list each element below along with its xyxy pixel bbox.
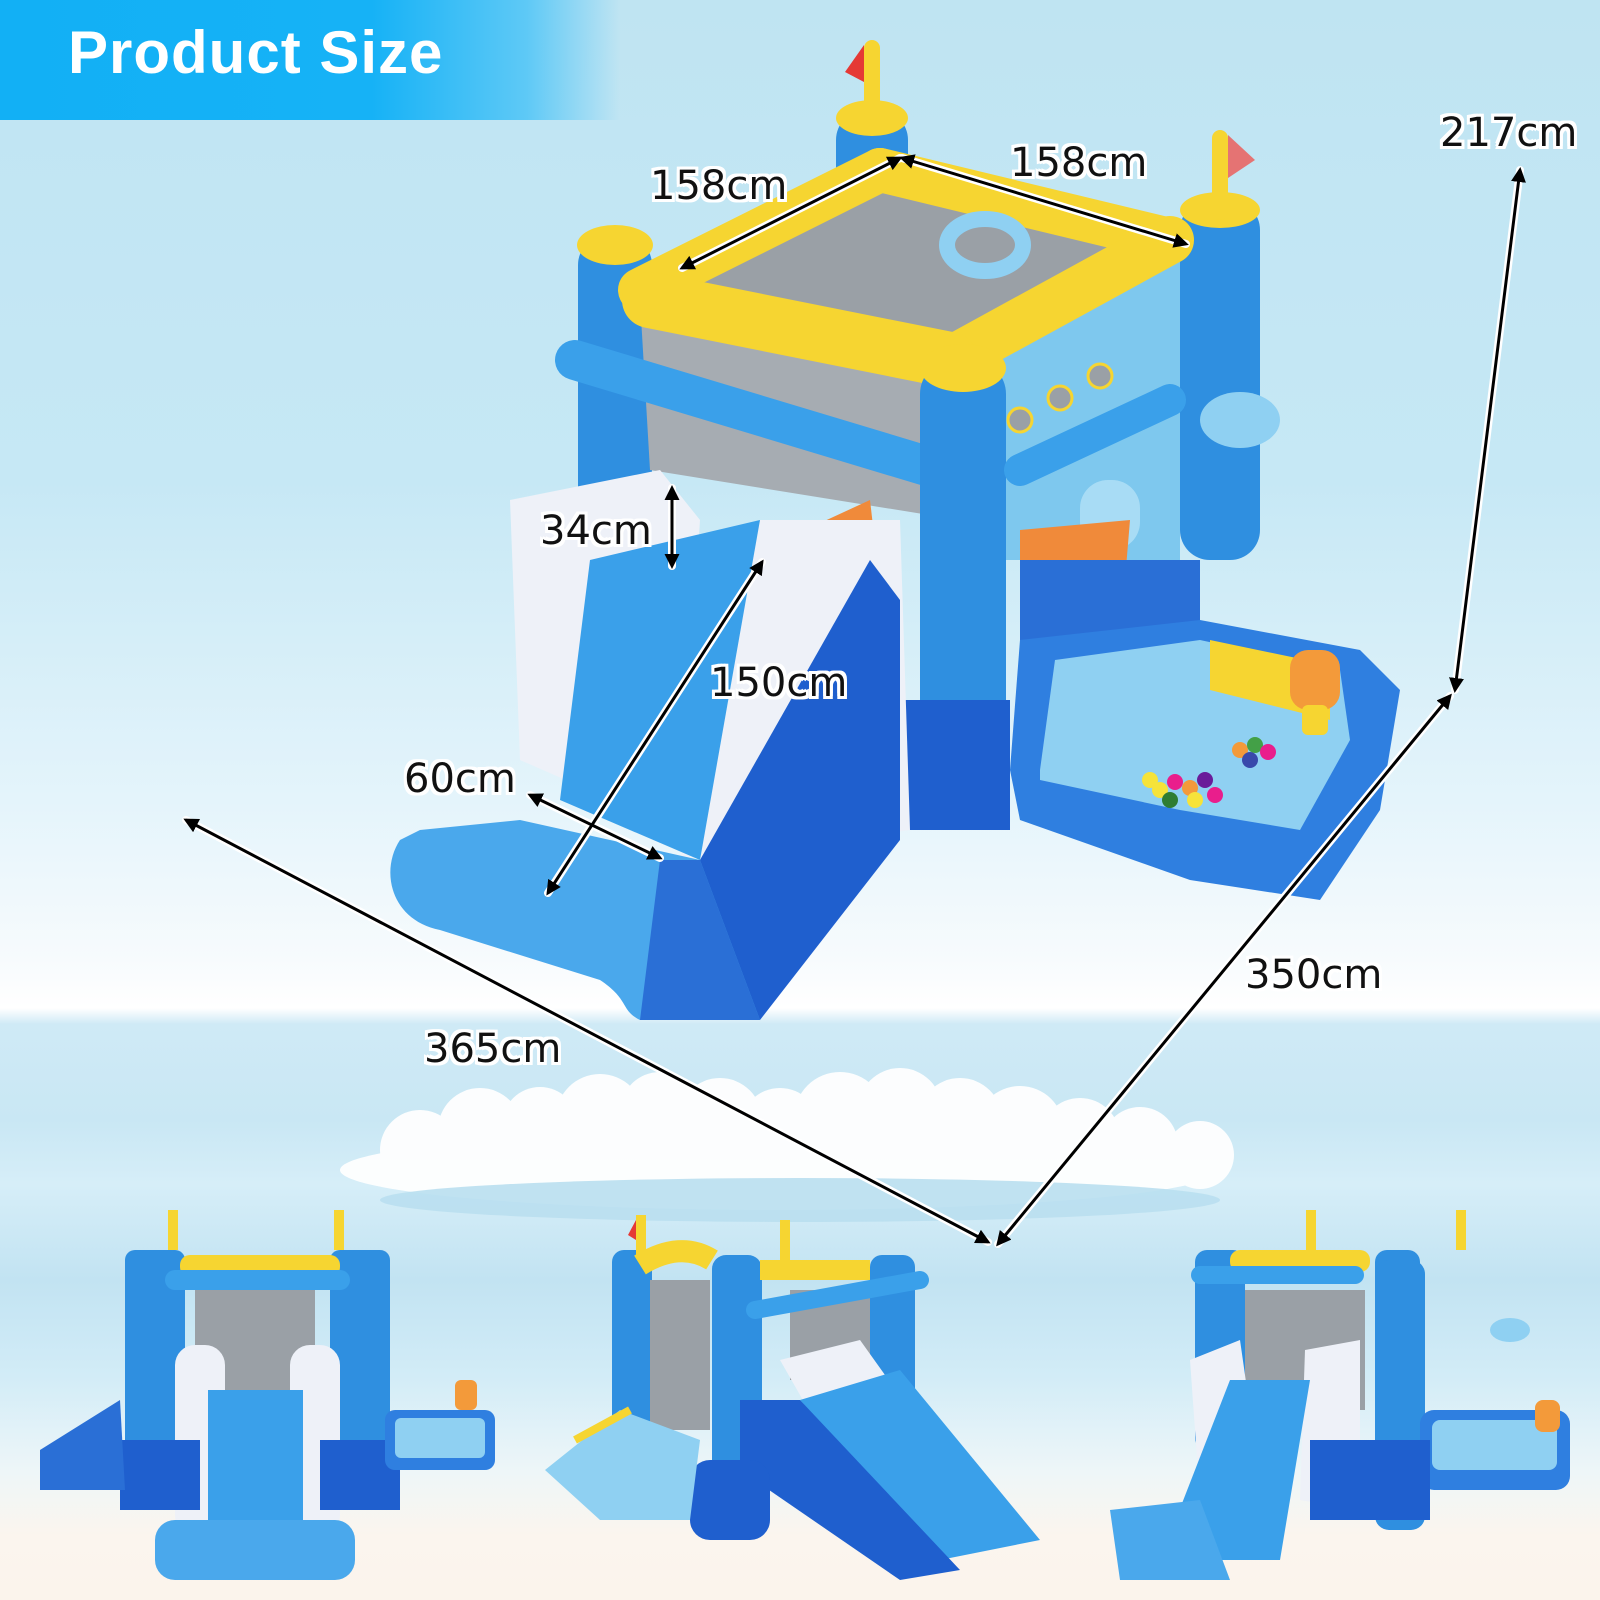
- height-arrow: [1449, 167, 1526, 693]
- thumbnail-front-view: [40, 1210, 495, 1580]
- total-width-arrow: [996, 693, 1452, 1247]
- total-width-label: 350cm: [1245, 952, 1383, 998]
- top-left-edge-label: 158cm: [650, 163, 788, 209]
- slide-wall-height-label: 34cm: [540, 508, 652, 554]
- top-right-edge-arrow: [899, 154, 1189, 248]
- page-title: Product Size: [68, 19, 444, 86]
- thumbnail-three-quarter-view: [1110, 1210, 1570, 1580]
- height-label: 217cm: [1440, 110, 1578, 156]
- slide-width-label: 60cm: [404, 756, 516, 802]
- front-tower: [920, 360, 1006, 800]
- header-banner: Product Size: [0, 0, 620, 120]
- top-left-edge-arrow: [679, 156, 903, 270]
- thumbnail-side-angle-view: [545, 1215, 1040, 1580]
- top-right-edge-label: 158cm: [1010, 140, 1148, 186]
- total-length-arrow: [183, 818, 991, 1244]
- total-length-label: 365cm: [424, 1026, 562, 1072]
- slide-length-label: 150cm: [710, 660, 848, 706]
